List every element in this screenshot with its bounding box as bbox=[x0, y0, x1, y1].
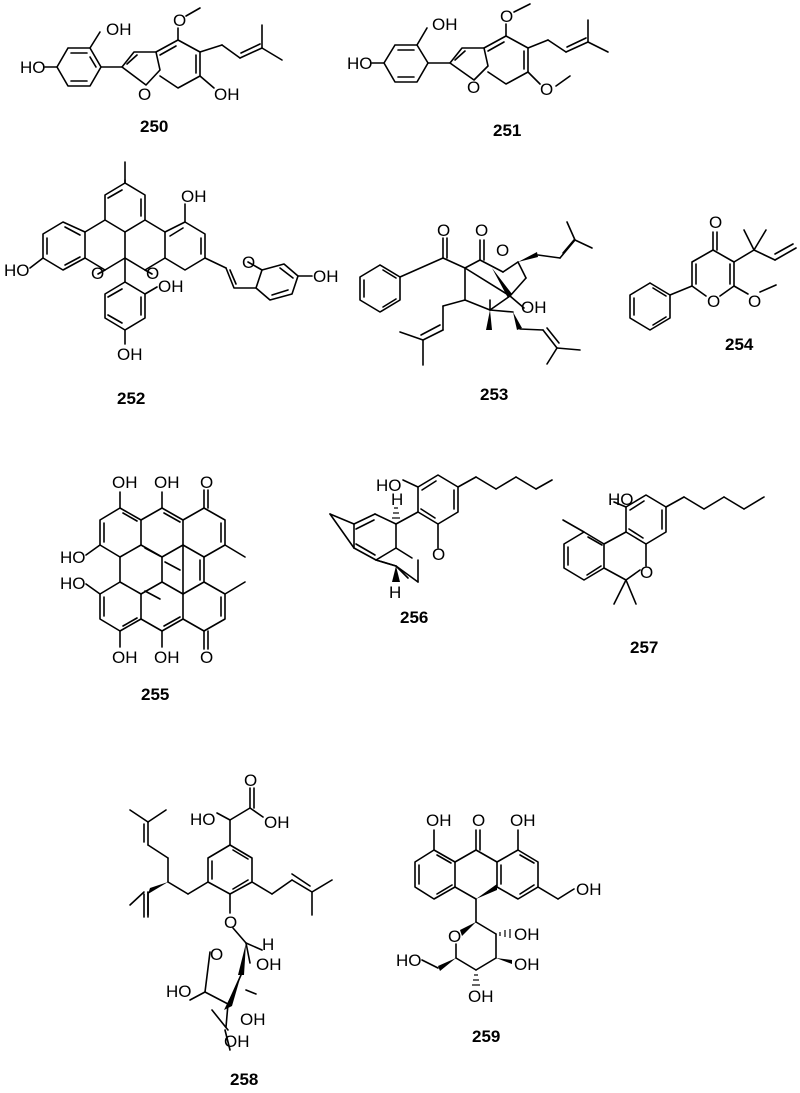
oh-label: OH bbox=[514, 955, 540, 974]
pyran-o-label: O bbox=[432, 545, 445, 564]
ho-label: HO bbox=[60, 548, 86, 567]
quinone-o-label: O bbox=[200, 648, 213, 667]
h-label: H bbox=[389, 583, 401, 602]
ho-label: HO bbox=[60, 574, 86, 593]
oh-label: OH bbox=[426, 811, 452, 830]
compound-number: 259 bbox=[472, 1027, 500, 1046]
oh-label: OH bbox=[240, 1010, 266, 1029]
compound-254: O O O 254 bbox=[629, 213, 797, 354]
ring-o-label: O bbox=[146, 264, 159, 283]
oh-label: OH bbox=[224, 1032, 250, 1051]
acid-o-label: O bbox=[244, 771, 257, 790]
oh-label: OH bbox=[112, 648, 138, 667]
compound-258: HO O OH O O H OH HO OH OH 258 bbox=[129, 771, 333, 1089]
compound-number: 258 bbox=[230, 1070, 258, 1089]
oh-label: OH bbox=[154, 648, 180, 667]
oh-label: OH bbox=[117, 345, 143, 364]
pyran-o-label: O bbox=[640, 563, 653, 582]
ho-label: HO bbox=[376, 476, 402, 495]
oh-label: OH bbox=[468, 987, 494, 1006]
ho-label: HO bbox=[608, 490, 634, 509]
ketone-o-label: O bbox=[496, 241, 509, 260]
furan-o-label: O bbox=[242, 253, 255, 272]
ketone-o-label: O bbox=[475, 221, 488, 240]
quinone-o-label: O bbox=[200, 473, 213, 492]
compound-number: 256 bbox=[400, 608, 428, 627]
compound-number: 250 bbox=[140, 117, 168, 136]
pyran-o-label: O bbox=[707, 292, 720, 311]
compound-number: 251 bbox=[493, 121, 521, 140]
oh-label: OH bbox=[256, 955, 282, 974]
compound-252: OH HO O O OH OH O OH 252 bbox=[4, 161, 339, 408]
oh-label: OH bbox=[106, 20, 132, 39]
oh-label: OH bbox=[181, 187, 207, 206]
ring-o-label: O bbox=[210, 945, 223, 964]
methoxy-o-label: O bbox=[540, 80, 553, 99]
methoxy-o-label: O bbox=[748, 292, 761, 311]
ketone-o-label: O bbox=[472, 811, 485, 830]
compound-number: 253 bbox=[480, 385, 508, 404]
oh-label: OH bbox=[521, 298, 547, 317]
ring-o-label: O bbox=[91, 264, 104, 283]
ketone-o-label: O bbox=[709, 213, 722, 232]
oh-label: OH bbox=[514, 925, 540, 944]
compound-251: OH HO O O O 251 bbox=[347, 3, 609, 140]
ho-label: HO bbox=[20, 58, 46, 77]
ho-label: HO bbox=[347, 54, 373, 73]
h-label: H bbox=[391, 490, 403, 509]
furan-o-label: O bbox=[467, 78, 480, 97]
oh-label: OH bbox=[576, 880, 602, 899]
oh-label: OH bbox=[214, 85, 240, 104]
h-label: H bbox=[262, 935, 274, 954]
compound-number: 254 bbox=[725, 335, 754, 354]
oh-label: OH bbox=[264, 813, 290, 832]
compound-256: HO H O H 256 bbox=[329, 474, 553, 627]
compound-number: 255 bbox=[141, 685, 169, 704]
compound-259: OH O OH OH O OH HO OH OH 259 bbox=[396, 811, 602, 1046]
compound-250: OH HO O O OH 250 bbox=[20, 7, 283, 136]
ho-label: HO bbox=[190, 810, 216, 829]
ring-o-label: O bbox=[448, 927, 461, 946]
ho-label: HO bbox=[166, 982, 192, 1001]
furan-o-label: O bbox=[138, 85, 151, 104]
oh-label: OH bbox=[154, 473, 180, 492]
ho-label: HO bbox=[4, 261, 30, 280]
ketone-o-label: O bbox=[437, 221, 450, 240]
glycoside-o-label: O bbox=[224, 913, 237, 932]
oh-label: OH bbox=[313, 267, 339, 286]
oh-label: OH bbox=[432, 15, 458, 34]
compound-257: HO O 257 bbox=[562, 490, 765, 657]
compound-255: OH OH O HO HO OH OH O 255 bbox=[60, 473, 246, 704]
compound-253: O O O OH 253 bbox=[359, 221, 593, 404]
oh-label: OH bbox=[112, 473, 138, 492]
compound-number: 257 bbox=[630, 638, 658, 657]
ho-label: HO bbox=[396, 951, 422, 970]
methoxy-o-label: O bbox=[173, 11, 186, 30]
methoxy-o-label: O bbox=[500, 7, 513, 26]
oh-label: OH bbox=[158, 277, 184, 296]
compound-number: 252 bbox=[117, 389, 145, 408]
oh-label: OH bbox=[510, 811, 536, 830]
